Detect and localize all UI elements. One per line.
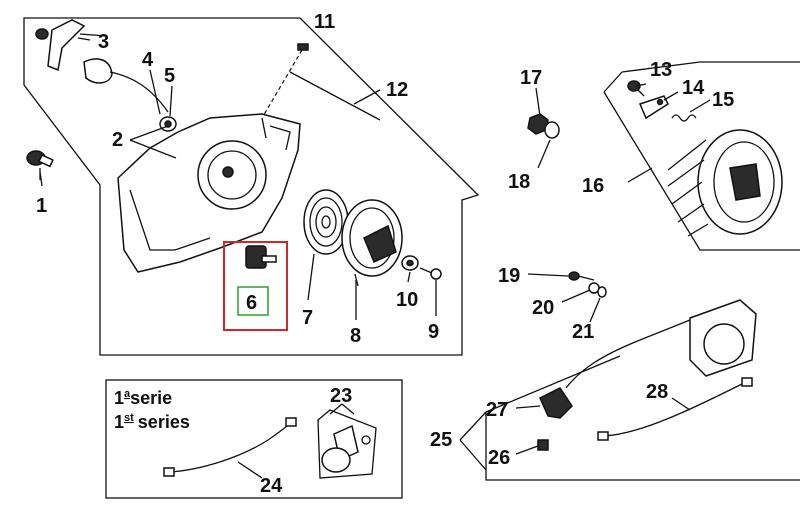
part-1-screw <box>26 150 54 180</box>
part-7-recoil-spring <box>303 189 349 255</box>
leader-24 <box>237 461 263 479</box>
ignition-coil <box>639 299 757 377</box>
part-10-washer <box>401 255 419 271</box>
leader-3 <box>79 33 107 37</box>
part-21-washer <box>597 286 607 298</box>
leader-18 <box>537 139 551 169</box>
leader-19 <box>527 273 569 277</box>
callout-14: 14 <box>682 77 705 99</box>
leader-7 <box>307 253 315 301</box>
callout-25: 25 <box>430 429 452 451</box>
leader-17 <box>535 87 541 117</box>
leader-21 <box>589 297 601 323</box>
callout-9: 9 <box>428 321 439 343</box>
callout-3: 3 <box>98 31 109 53</box>
callout-6: 6 <box>246 292 257 314</box>
highlight-frame-part-6 <box>223 241 288 331</box>
series-box <box>105 379 403 499</box>
leader-2b <box>129 139 177 159</box>
callout-26: 26 <box>488 447 510 469</box>
series-1-text: serie <box>130 388 172 408</box>
callout-8: 8 <box>350 325 361 347</box>
part-16-flywheel <box>667 129 783 237</box>
series-1-prefix: 1 <box>114 388 124 408</box>
leader-27 <box>515 405 541 409</box>
callout-21: 21 <box>572 321 594 343</box>
callout-11: 11 <box>314 11 335 33</box>
part-14-pawl <box>638 95 669 120</box>
flywheel-panel-outline <box>603 61 800 251</box>
part-28-wire <box>597 377 753 441</box>
leader-25b <box>459 439 487 471</box>
dashed-leader-11 <box>261 49 303 119</box>
callout-5: 5 <box>164 65 175 87</box>
leader-26 <box>515 445 539 455</box>
leader-16 <box>627 167 653 183</box>
part-9-screw <box>419 267 442 316</box>
callout-2: 2 <box>112 129 123 151</box>
part-11-pin <box>297 43 309 51</box>
callout-28: 28 <box>646 381 668 403</box>
part-3-handle <box>35 19 169 113</box>
leader-20 <box>561 289 591 303</box>
callout-16: 16 <box>582 175 604 197</box>
leader-23a <box>329 403 343 415</box>
callout-12: 12 <box>386 79 408 101</box>
callout-13: 13 <box>650 59 672 81</box>
series-2-prefix: 1 <box>114 412 124 432</box>
leader-23b <box>341 403 355 415</box>
callout-15: 15 <box>712 89 734 111</box>
part-13-screw <box>627 80 645 97</box>
series-2-sup: st <box>124 412 134 424</box>
part-26-clip <box>537 439 549 451</box>
part-24-wire <box>163 417 297 477</box>
series-label-1: 1aserie <box>114 388 172 408</box>
leader-1 <box>39 171 43 187</box>
callout-27: 27 <box>486 399 508 421</box>
leader-12b <box>289 71 351 105</box>
callout-20: 20 <box>532 297 554 319</box>
callout-7: 7 <box>302 307 313 329</box>
starter-panel-outline <box>23 17 480 356</box>
callout-10: 10 <box>396 289 418 311</box>
leader-14 <box>663 91 679 101</box>
part-2-starter-housing <box>117 113 301 273</box>
part-5-grommet <box>159 116 177 132</box>
part-27-spark-cap <box>539 339 641 419</box>
leader-12a <box>353 89 381 105</box>
part-8-pulley <box>341 199 403 287</box>
part-23-boot <box>317 409 377 479</box>
leader-13 <box>635 83 647 87</box>
part-18-washer <box>544 121 560 139</box>
part-15-spring <box>671 114 697 122</box>
part-6-pawl <box>245 245 277 269</box>
leader-28 <box>671 397 691 411</box>
series-1-sup: a <box>124 388 131 400</box>
callout-1: 1 <box>36 195 47 217</box>
leader-4 <box>149 69 161 115</box>
callout-24: 24 <box>260 475 283 497</box>
leader-15 <box>689 99 711 113</box>
leader-10 <box>407 271 411 283</box>
series-2-text: series <box>138 412 190 432</box>
leader-2a <box>129 125 169 141</box>
highlight-label-box-6 <box>237 286 269 316</box>
ignition-panel-outline <box>459 355 800 481</box>
leader-12c <box>349 103 381 121</box>
series-label-2: 1st series <box>114 412 190 432</box>
callout-18: 18 <box>508 171 530 193</box>
callout-17: 17 <box>520 67 542 89</box>
leader-5 <box>169 85 173 117</box>
callout-23: 23 <box>330 385 352 407</box>
callout-19: 19 <box>498 265 520 287</box>
callout-4: 4 <box>142 49 154 71</box>
part-19-screw <box>568 271 595 281</box>
